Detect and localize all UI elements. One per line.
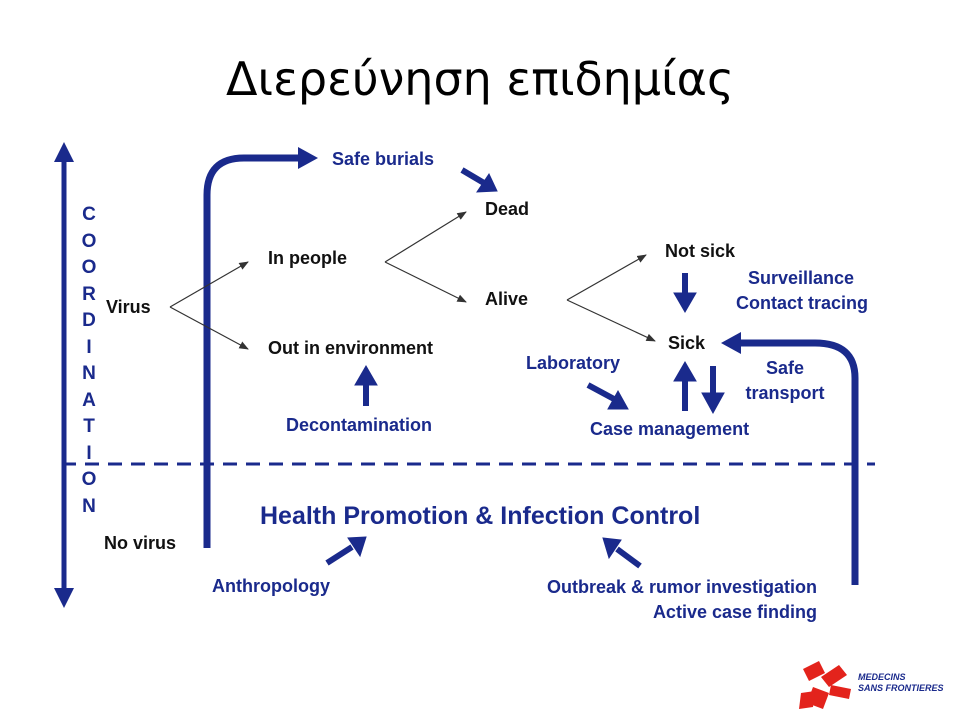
label-outbreak-investigation: Outbreak & rumor investigation xyxy=(546,577,817,597)
node-dead: Dead xyxy=(485,199,530,219)
label-safe-burials: Safe burials xyxy=(332,149,435,169)
coordination-letter: I xyxy=(86,442,92,464)
coordination-arrow xyxy=(54,142,74,608)
label-decontamination: Decontamination xyxy=(286,415,433,435)
coordination-label: C O O R D I N A T I O N xyxy=(78,202,100,520)
label-contact-tracing: Contact tracing xyxy=(735,293,868,313)
msf-logo xyxy=(799,661,851,709)
node-sick: Sick xyxy=(668,333,706,353)
coordination-letter: N xyxy=(82,495,96,517)
coordination-letter: O xyxy=(81,469,97,490)
label-anthropology: Anthropology xyxy=(212,576,330,596)
coordination-letter: R xyxy=(82,283,96,305)
coordination-letter: N xyxy=(82,363,96,384)
coordination-letter: A xyxy=(82,389,96,411)
label-active-case-finding: Active case finding xyxy=(652,602,817,622)
node-no-virus: No virus xyxy=(104,533,177,553)
label-health-promotion: Health Promotion & Infection Control xyxy=(260,502,701,530)
branch-arrows xyxy=(169,211,656,350)
label-transport: transport xyxy=(745,383,825,403)
page-title: Διερεύνηση επιδημίας xyxy=(226,52,734,106)
label-case-management: Case management xyxy=(590,419,750,439)
coordination-letter: O xyxy=(81,257,97,278)
node-in-people: In people xyxy=(268,248,348,268)
sick-bent-arrow xyxy=(721,332,859,585)
intervention-arrows xyxy=(325,167,725,569)
label-laboratory: Laboratory xyxy=(526,353,621,373)
coordination-letter: I xyxy=(86,336,92,358)
coordination-letter: T xyxy=(83,416,95,437)
node-out-in-environment: Out in environment xyxy=(268,338,434,358)
msf-logo-text: MEDECINS SANS FRONTIERES xyxy=(858,672,944,694)
label-surveillance: Surveillance xyxy=(747,268,854,288)
logo-line-1: MEDECINS xyxy=(858,672,906,682)
node-alive: Alive xyxy=(485,289,529,309)
coordination-letter: D xyxy=(82,310,96,331)
node-not-sick: Not sick xyxy=(665,241,736,261)
safe-burials-bent-arrow xyxy=(203,147,318,548)
logo-line-2: SANS FRONTIERES xyxy=(858,683,944,693)
label-safe: Safe xyxy=(765,358,805,378)
coordination-letter: O xyxy=(81,230,97,252)
coordination-letter: C xyxy=(82,204,96,225)
node-virus: Virus xyxy=(106,297,151,317)
